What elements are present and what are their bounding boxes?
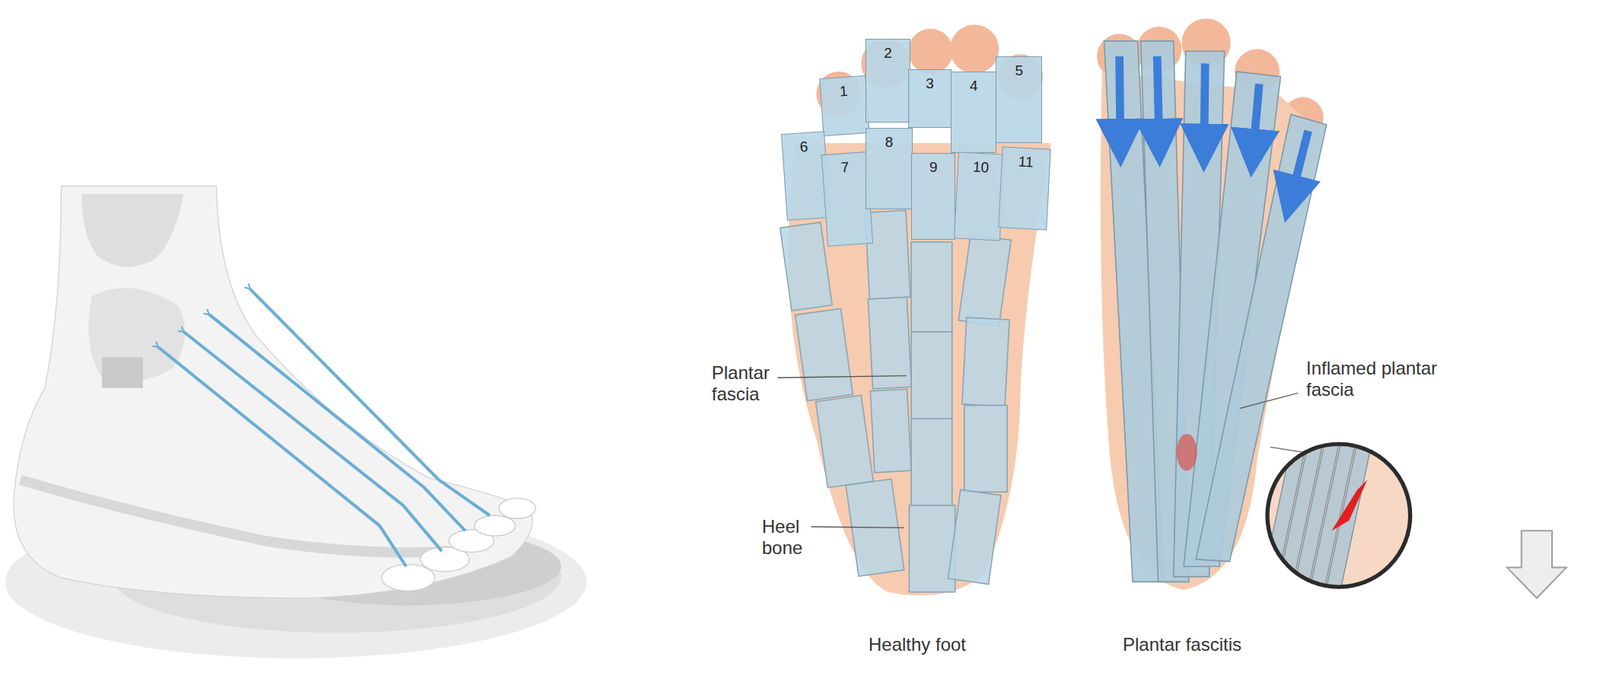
bone-segment: 11 (997, 146, 1051, 231)
part-label: Heel bone (761, 516, 823, 558)
bone-segment: 3 (908, 69, 952, 128)
part-label: Inflamed plantar fascia (1306, 357, 1442, 400)
callout-number: 10 (958, 152, 1004, 178)
bone-segment: 5 (995, 56, 1043, 144)
bone-segment: 1 (819, 74, 871, 137)
callout-number: 4 (951, 72, 996, 95)
side-foot (5, 185, 587, 659)
callout-number: 6 (781, 131, 826, 157)
figure-caption: Healthy foot (822, 634, 1013, 656)
bone-segment: 9 (911, 152, 956, 240)
part-label: Plantar fascia (711, 362, 796, 405)
callout-number: 7 (822, 152, 868, 178)
callout-number: 9 (911, 153, 955, 176)
callout-number: 1 (820, 76, 867, 102)
bone-segment: 10 (953, 152, 1005, 242)
callout-number: 2 (866, 39, 911, 62)
fasciitis-foot (1096, 18, 1411, 602)
bone-segment: 8 (865, 127, 913, 210)
bone-segment: 4 (950, 71, 997, 153)
bone-segment: 2 (865, 38, 912, 123)
down-arrow (1507, 530, 1567, 598)
callout-number: 11 (1001, 147, 1050, 173)
figure-caption: Plantar fascitis (1086, 634, 1278, 656)
healthy-foot (777, 24, 1052, 596)
callout-number: 8 (866, 128, 912, 151)
callout-number: 5 (996, 57, 1042, 80)
callout-number: 3 (908, 70, 951, 93)
